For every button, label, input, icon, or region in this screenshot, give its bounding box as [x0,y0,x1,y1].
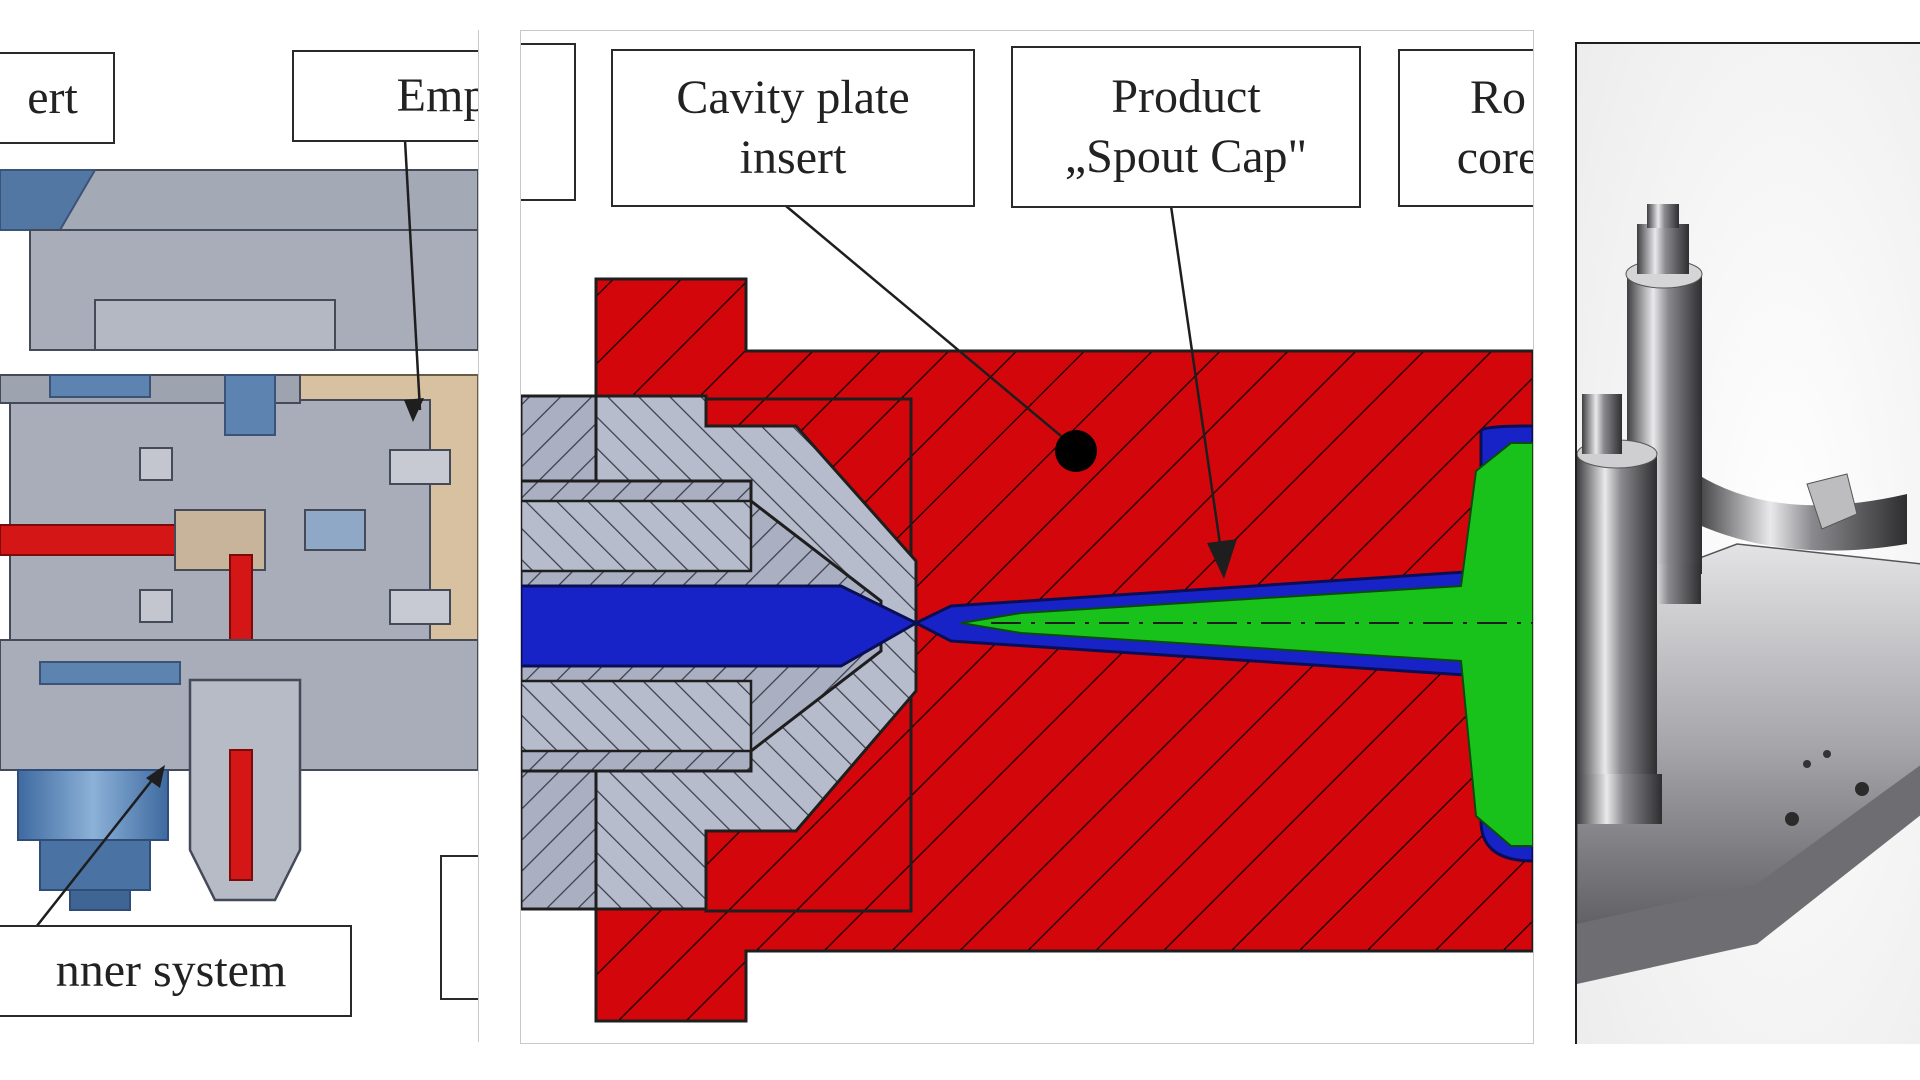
label-right-line1: Ro [1469,71,1526,124]
hot-runner-drawing [0,139,478,961]
label-insert: ert [0,52,115,144]
mold-component-photo [1577,44,1920,1044]
label-runner-system-text: nner system [55,944,287,997]
product-core-green [960,442,1533,847]
label-product-line1: Product [1111,70,1261,123]
label-product-spout-cap: Product „Spout Cap" [1011,46,1361,208]
label-cavity-plate-insert: Cavity plate insert [611,49,975,207]
panel-cavity-section: Cavity plate insert Product „Spout Cap" … [520,30,1534,1044]
label-product-line2: „Spout Cap" [1064,130,1308,183]
panel-mold-photo [1575,42,1920,1044]
label-cavity-line2: insert [739,131,847,184]
leader-line-cavity [785,205,1062,437]
melt-channel [521,584,920,668]
label-empty: Emp [292,50,479,142]
panel-hot-runner: ert Emp nner system [0,30,479,1042]
label-cavity-line1: Cavity plate [676,71,910,124]
label-partial-left [521,43,576,201]
label-insert-text: ert [27,71,78,124]
label-partial-box [440,855,478,1000]
leader-line-empty [403,139,422,411]
cavity-marker-dot [1055,430,1097,472]
mold-core-pillar-front [1577,454,1657,784]
label-empty-text: Emp [396,69,479,122]
label-right-line2: core [1456,131,1534,184]
label-runner-system: nner system [0,925,352,1017]
cavity-section-drawing [521,205,1533,1023]
label-rotating-core: Ro core [1398,49,1534,207]
leader-line-product [1169,205,1223,552]
